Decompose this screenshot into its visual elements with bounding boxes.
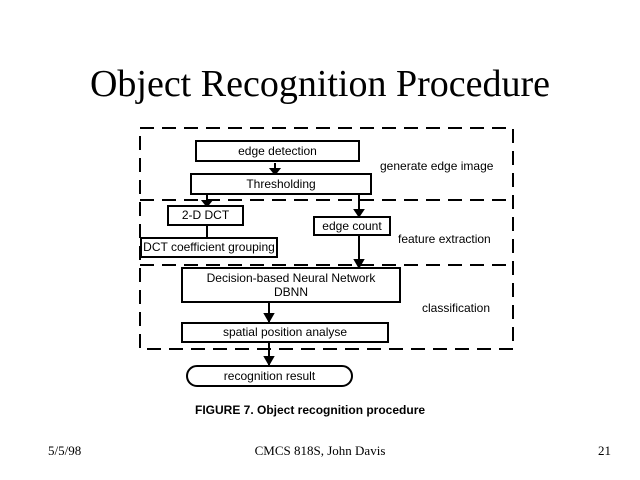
dbnn-abbrev: DBNN [273,285,308,299]
box-recognition-result: recognition result [186,365,353,387]
stage-label-feature: feature extraction [398,232,491,246]
box-edge-detection: edge detection [195,140,360,162]
box-2d-dct: 2-D DCT [167,205,244,226]
box-dbnn: Decision-based Neural Network DBNN [181,267,401,303]
slide-title: Object Recognition Procedure [89,63,551,105]
footer-date: 5/5/98 [48,443,82,458]
stage-label-classification: classification [422,301,491,315]
stage-border-outer [139,127,514,350]
box-edge-count: edge count [313,216,391,236]
box-thresholding: Thresholding [190,173,372,195]
stage-label-generate: generate edge image [380,159,494,173]
box-spatial-position: spatial position analyse [181,322,389,343]
footer-course: CMCS 818S, John Davis [254,443,386,458]
box-dct-grouping: DCT coefficient grouping [140,237,278,258]
footer-page-number: 21 [598,443,611,458]
figure-caption: FIGURE 7. Object recognition procedure [195,403,426,417]
dbnn-title: Decision-based Neural Network [206,271,376,285]
